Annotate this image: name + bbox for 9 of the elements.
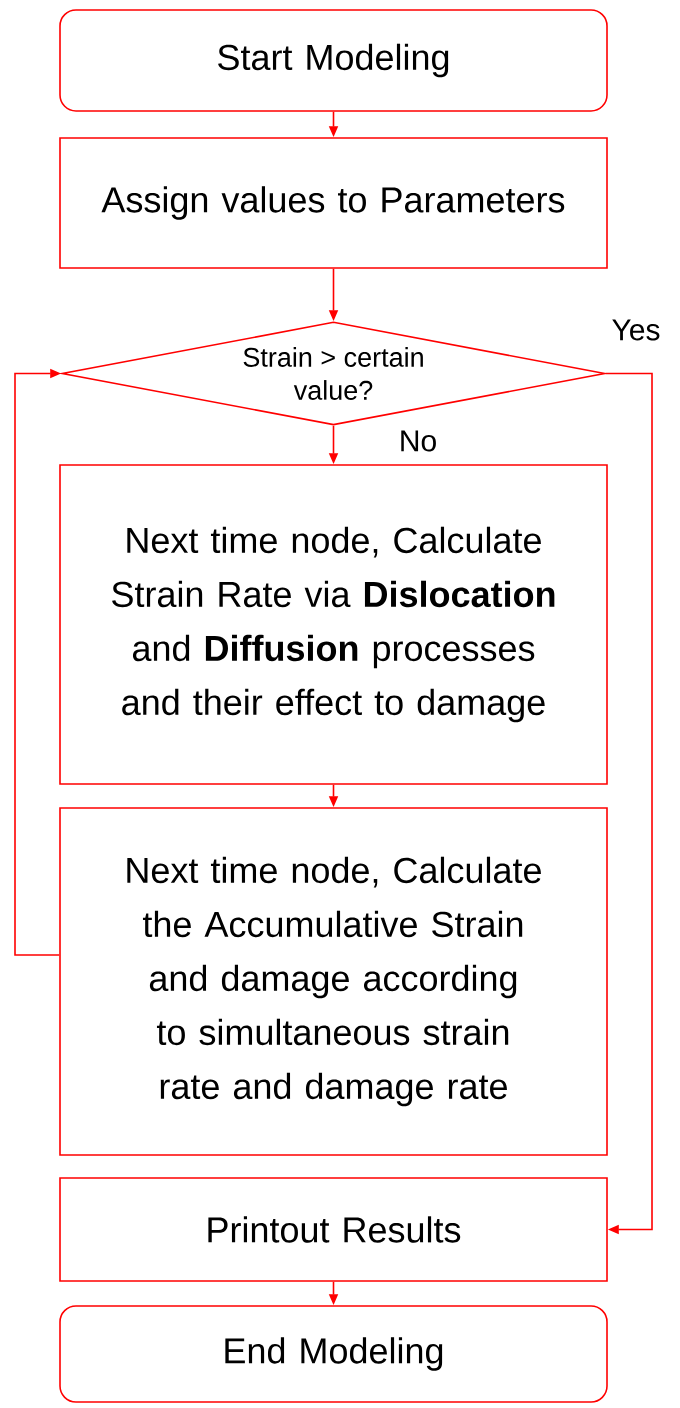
terminal-box: End Modeling (59, 1305, 608, 1403)
edge-label: No (401, 430, 436, 452)
terminal-box: Start Modeling (59, 9, 608, 112)
process-box: Assign values to Parameters (59, 137, 608, 269)
process-box: Printout Results (59, 1177, 608, 1282)
edge-label: Yes (612, 319, 660, 341)
process-box: Next time node, Calculate Strain Rate via Dislocation and Diffusion processes and their effect to damage (59, 464, 608, 785)
process-box: Next time node, Calculate the Accumulative Strain and damage according to simultaneous strain rate and damage rate (59, 807, 608, 1156)
arrow (605, 372, 653, 1235)
